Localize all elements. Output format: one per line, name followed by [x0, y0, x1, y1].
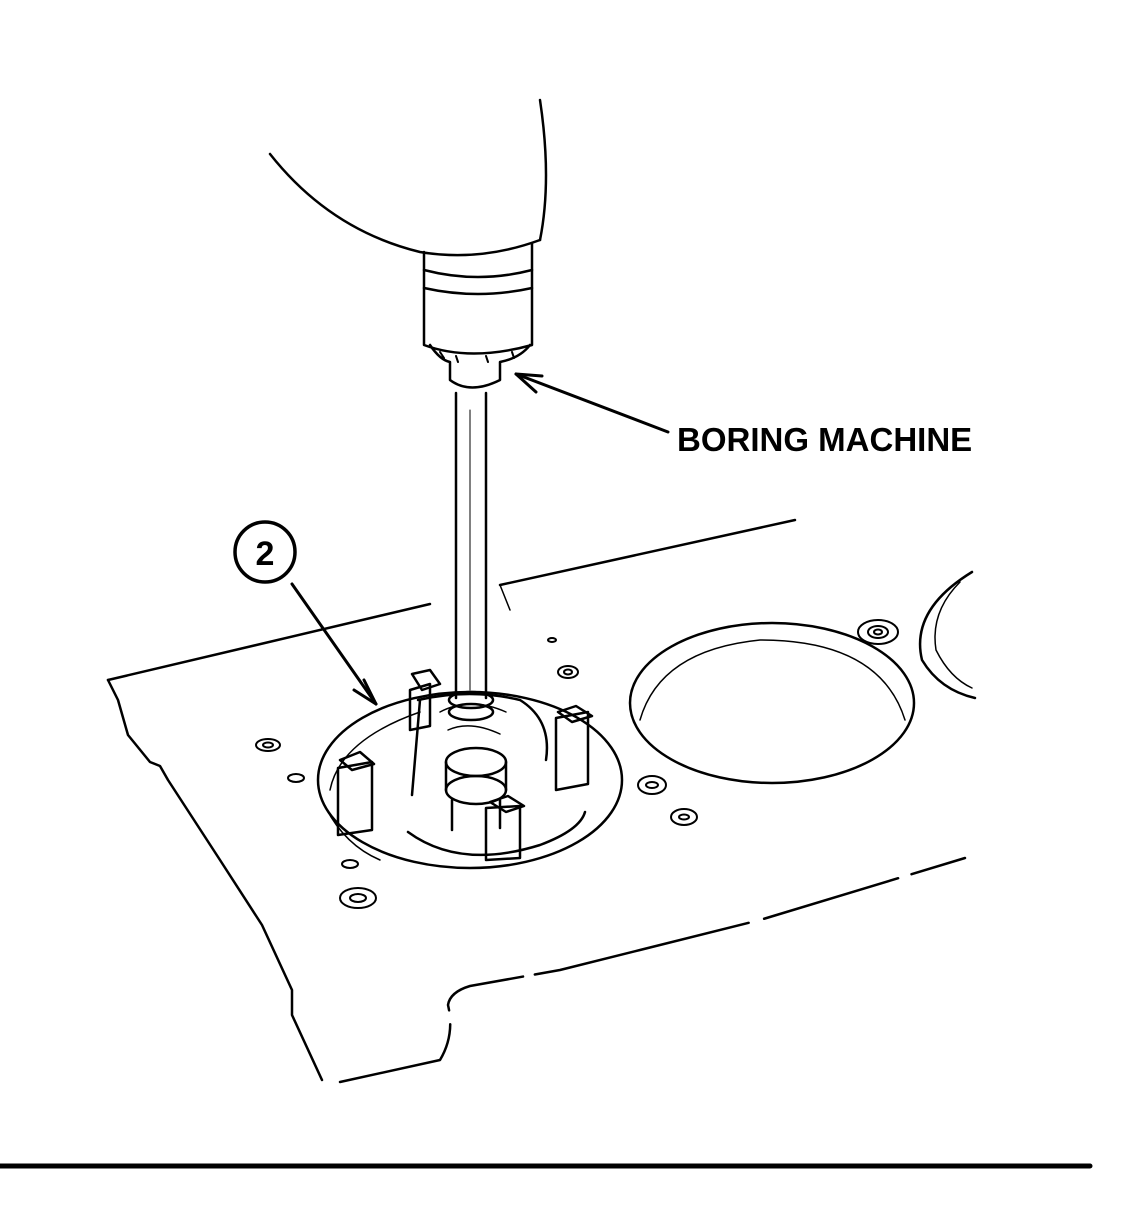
- boring-machine-body: [268, 98, 548, 389]
- centering-fixture: [336, 668, 594, 862]
- boring-machine-leader: [514, 372, 670, 434]
- cylinder-bore: [316, 690, 624, 870]
- item-number-label: 2: [256, 535, 275, 573]
- boring-bar: [447, 391, 495, 722]
- bolt-holes: [255, 619, 899, 909]
- cylinder-block-deck: [106, 518, 967, 1084]
- adjacent-cylinder-bore: [628, 570, 977, 785]
- boring-machine-label: BORING MACHINE: [677, 421, 972, 458]
- item-callout: [233, 520, 378, 706]
